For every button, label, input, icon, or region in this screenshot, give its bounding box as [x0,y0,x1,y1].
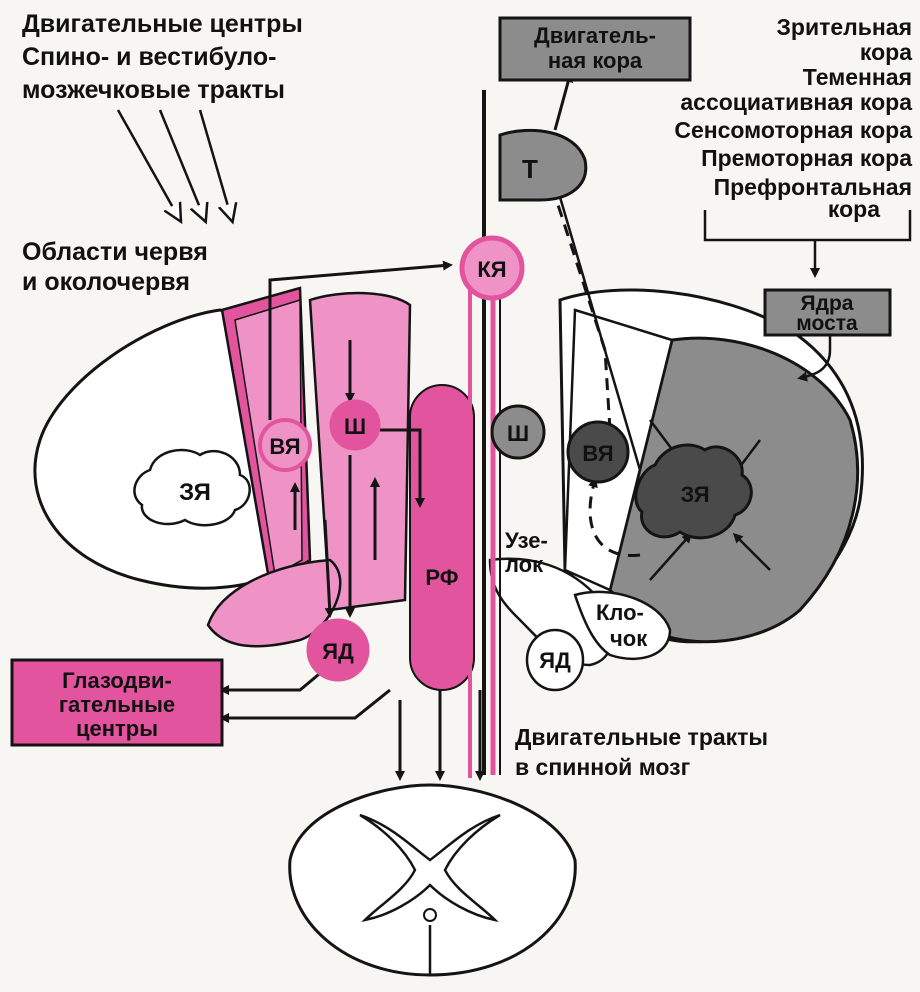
node-zya-left-label: ЗЯ [179,479,211,506]
vermis-line1: Области червя [22,238,208,266]
node-vya-right-label: ВЯ [582,441,613,466]
input-arrow-1 [118,110,180,220]
flocculus-line1: Кло- [596,600,644,625]
arrow-to-oculomotor-2 [222,690,390,718]
central-canal [424,909,436,921]
cortex-list-3: ассоциативная кора [680,89,912,115]
spinal-tracts-line2: в спинной мозг [515,754,690,780]
node-zya-right-label: ЗЯ [680,482,709,507]
motor-cortex-line1: Двигатель- [534,23,656,48]
node-rf-label: РФ [425,565,458,590]
node-yad-right-label: ЯД [539,648,571,673]
cortex-list-7: кора [828,196,880,222]
motor-centers-line2: Спино- и вестибуло- [22,43,276,71]
node-t-shape [500,130,586,200]
node-sh-left-label: Ш [344,414,366,439]
node-sh-right-label: Ш [507,421,529,446]
nodulus-line2: лок [505,552,544,577]
cortex-list-1: кора [860,39,912,65]
spinal-cord-outline [290,785,576,975]
motor-centers-line1: Двигательные центры [22,10,303,38]
cortex-list-5: Премоторная кора [701,145,912,171]
node-vya-left-label: ВЯ [269,434,300,459]
oculomotor-line3: центры [76,716,158,741]
cortex-list-4: Сенсомоторная кора [674,117,912,143]
pons-nuclei-line2: моста [796,312,858,335]
node-t-label: Т [522,154,538,184]
flocculus-line2: чок [610,626,648,651]
cortex-list-6: Префронтальная [714,174,912,200]
arrow-t-to-cortex [555,75,570,130]
input-arrow-2 [160,110,205,220]
cortex-list-2: Теменная [803,64,912,90]
oculomotor-line2: гательные [59,692,175,717]
node-kya-label: КЯ [477,257,506,282]
oculomotor-line1: Глазодви- [62,668,172,693]
spinal-tracts-line1: Двигательные тракты [515,724,768,750]
nodulus-line1: Узе- [505,528,548,553]
cortex-list-0: Зрительная [776,14,912,40]
vermis-line2: и околочервя [22,268,190,296]
input-arrow-3 [200,110,232,220]
node-yad-left-label: ЯД [322,639,354,664]
motor-cortex-line2: ная кора [548,48,643,73]
motor-centers-line3: мозжечковые тракты [22,76,285,104]
